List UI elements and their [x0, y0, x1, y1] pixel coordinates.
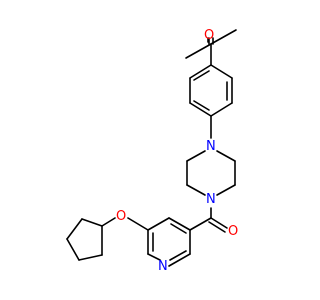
ketone-double-bond	[208, 37, 214, 45]
benzene-ring	[189, 64, 233, 117]
ether-bond-aryl	[127, 217, 149, 231]
amide-carbonyl	[189, 217, 228, 233]
nitrogen-pyridine-label: N	[158, 259, 168, 274]
ether-bond-alkyl	[101, 217, 116, 227]
piperazine-ring	[186, 150, 236, 196]
molecule-structure: O N N O O N	[66, 28, 238, 274]
oxygen-ether-label: O	[116, 209, 126, 224]
pyridine-ring	[147, 217, 191, 267]
oxygen-ketone-label: O	[204, 28, 214, 43]
cyclopentyl-ring	[66, 218, 103, 261]
nitrogen-piperazine-bottom-label: N	[206, 192, 216, 207]
nitrogen-piperazine-top-label: N	[206, 139, 216, 154]
oxygen-amide-label: O	[228, 224, 238, 239]
acetyl-group	[185, 29, 237, 66]
